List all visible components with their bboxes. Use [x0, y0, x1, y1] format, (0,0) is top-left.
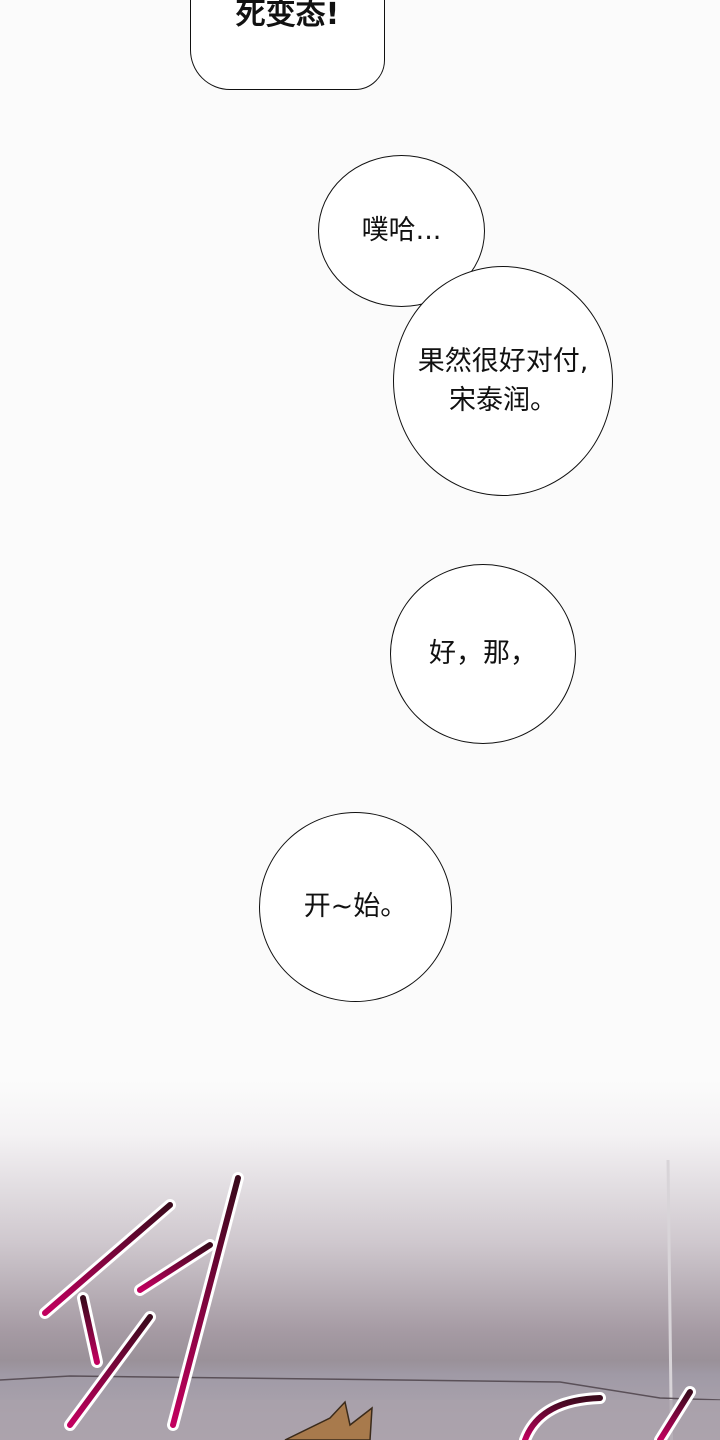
- speech-bubble-start: 开~始。: [259, 812, 452, 1002]
- bubble-text-line2: 宋泰润。: [449, 385, 557, 416]
- speech-bubble-easy: 果然很好对付, 宋泰润。: [393, 266, 613, 496]
- bubble-text-line1: 果然很好对付,: [417, 345, 589, 377]
- bubble-text: 死变态!: [235, 0, 340, 32]
- bubble-text: 开~始。: [303, 891, 408, 923]
- speech-bubble-laugh: 噗哈...: [318, 155, 485, 307]
- sound-effect-icon: [39, 1172, 696, 1440]
- speech-bubble-well: 好，那，: [390, 564, 576, 744]
- speech-bubble-insult: 死变态!: [190, 0, 385, 90]
- bed-background-art: [0, 1080, 720, 1440]
- bubble-text: 噗哈...: [361, 215, 442, 247]
- bubble-text: 好，那，: [429, 638, 537, 670]
